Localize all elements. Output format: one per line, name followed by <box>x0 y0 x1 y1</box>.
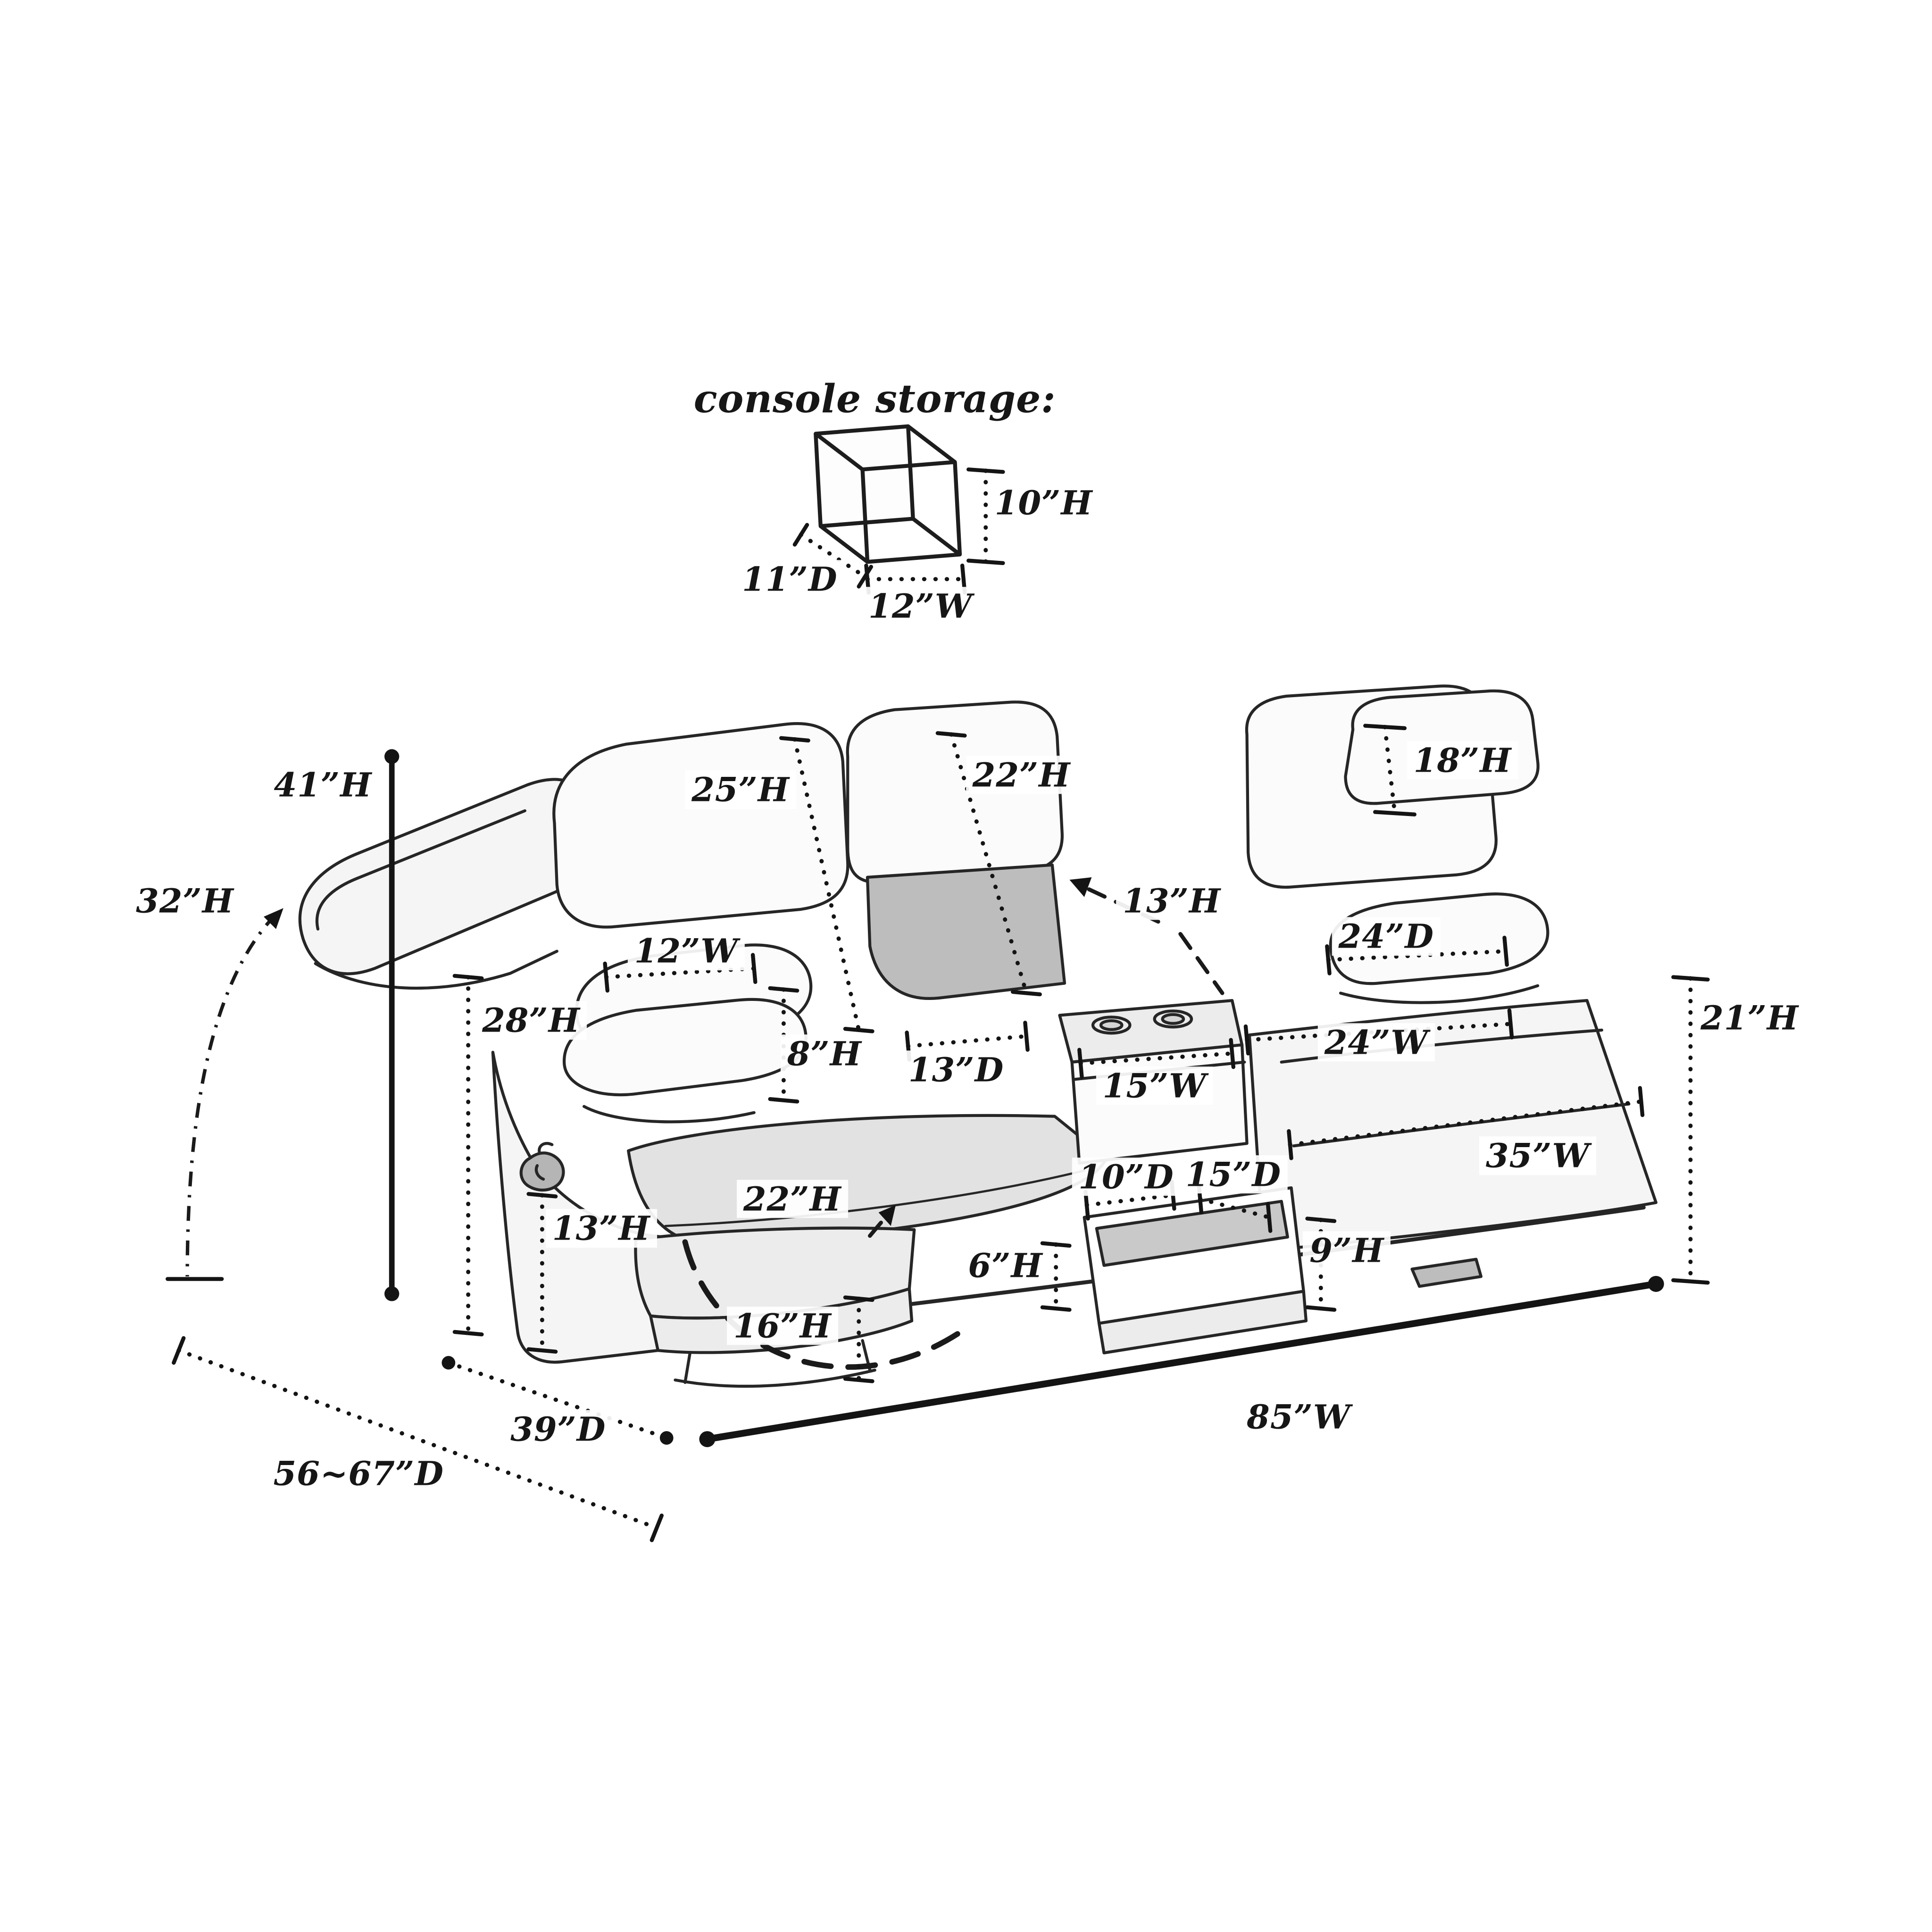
console-storage-title: console storage: <box>693 376 1056 422</box>
sofa-drawing <box>298 684 1657 1388</box>
dim-headrest-height-label: 18”H <box>1407 741 1518 780</box>
drawer-interior <box>1095 1199 1289 1267</box>
console-back-panel <box>866 863 1066 1000</box>
dim-console-top-depth-label: 13”D <box>901 1050 1011 1089</box>
dim-storage-compartment-height-label: 9”H <box>1303 1231 1391 1270</box>
dim-base-height-label: 13”H <box>545 1209 657 1248</box>
dim-console-width-seat-label: 15”W <box>1096 1066 1213 1105</box>
dim-right-seat-total-width-label: 35”W <box>1479 1136 1597 1175</box>
dim-console-width-label: 12”W <box>862 587 979 626</box>
cupholder-left-inner <box>1099 1019 1124 1031</box>
dim-armrest-depth-label: 24”D <box>1332 917 1441 956</box>
dim-left-back-height-label: 25”H <box>685 770 796 809</box>
dim-overall-height-label: 41”H <box>267 766 379 804</box>
dim-console-height-label: 10”H <box>988 483 1099 522</box>
recliner-lever-icon <box>519 1151 565 1192</box>
dim-center-back-height-label: 22”H <box>966 756 1077 794</box>
dim-console-back-height-label: 13”H <box>1116 881 1228 920</box>
cupholder-left <box>1091 1016 1132 1035</box>
dim-right-back-height-label: 21”H <box>1694 999 1806 1037</box>
console-storage-cube <box>792 424 1005 595</box>
dim-drawer-depth-front-label: 10”D <box>1072 1158 1181 1196</box>
cupholder-right-inner <box>1161 1013 1185 1025</box>
dim-reclined-depth-label: 56~67”D <box>266 1454 450 1493</box>
dim-armrest-height-label: 28”H <box>475 1001 587 1040</box>
dim-armrest-width-label: 12”W <box>627 932 745 971</box>
dim-reclined-back-height-label: 32”H <box>129 881 241 920</box>
dim-sofa-depth-label: 39”D <box>504 1410 613 1449</box>
dim-drawer-height-label: 6”H <box>961 1246 1049 1285</box>
cupholder-right <box>1153 1009 1193 1029</box>
center-back-cushion <box>846 700 1064 884</box>
dim-footrest-height-label: 16”H <box>726 1306 838 1345</box>
right-foot-glide <box>1410 1257 1483 1288</box>
dim-sofa-width-label: 85”W <box>1240 1398 1357 1436</box>
dim-console-depth-label: 11”D <box>735 559 844 599</box>
dim-right-seat-width-label: 24”W <box>1317 1023 1435 1062</box>
dim-armrest-pad-height-label: 8”H <box>780 1034 868 1073</box>
dim-seat-height-label: 22”H <box>736 1179 848 1218</box>
drawer-front <box>1097 1290 1308 1355</box>
dim-drawer-depth-back-label: 15”D <box>1179 1155 1288 1194</box>
